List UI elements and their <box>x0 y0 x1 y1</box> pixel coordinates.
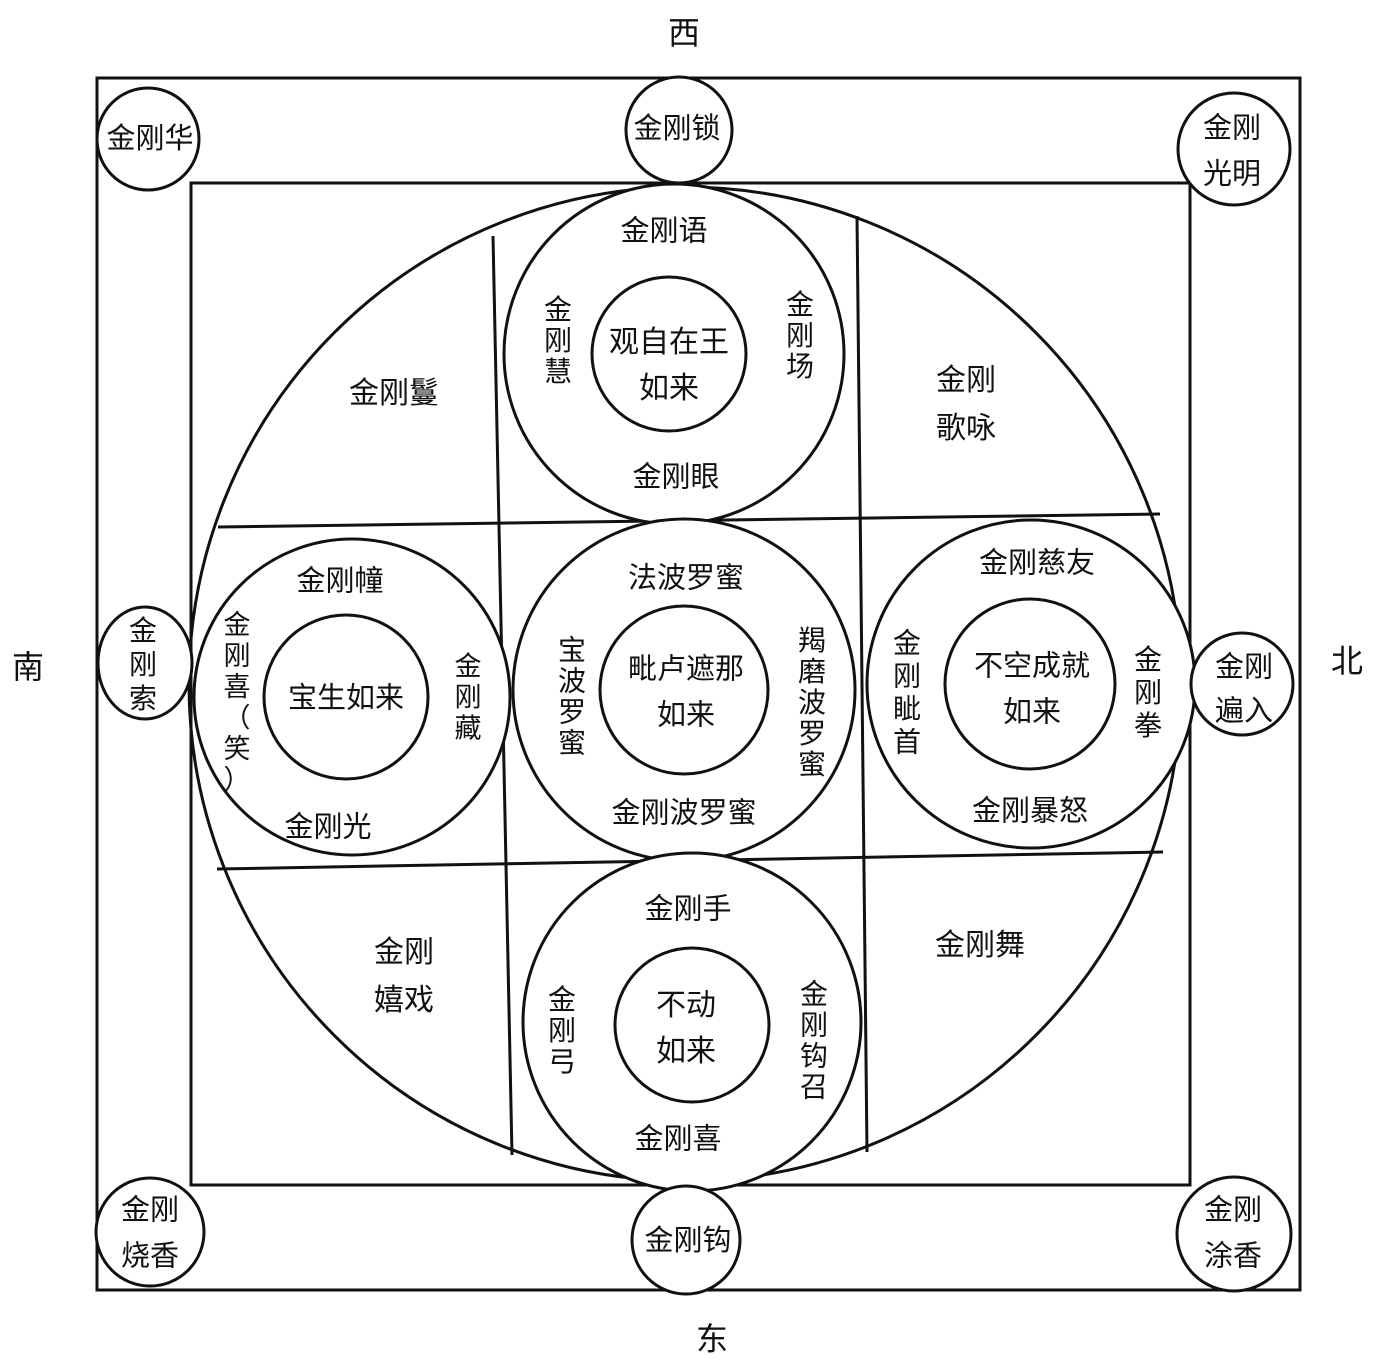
left-left-label-line-5: ） <box>224 765 251 796</box>
top-right-label-line-1: 刚 <box>786 319 814 352</box>
ring-label-bottom-right-line-1: 涂香 <box>1204 1238 1262 1272</box>
left-left-label-line-3: （ <box>224 703 251 734</box>
ring-label-left-center-line-0: 金 <box>129 614 157 647</box>
corner-label-top-left-line-0: 金刚鬘 <box>349 376 439 411</box>
left-right-label-line-0: 金 <box>455 652 482 683</box>
bottom-buddha-line-0: 不动 <box>656 988 716 1023</box>
bottom-right-label-line-2: 钩 <box>800 1040 828 1073</box>
center-right-label-line-3: 罗 <box>798 717 826 750</box>
ring-label-bottom-left-line-1: 烧香 <box>121 1238 179 1272</box>
right-right-label-line-2: 拳 <box>1134 709 1162 742</box>
right-top-label: 金刚慈友 <box>979 545 1095 579</box>
top-left-label-line-0: 金 <box>544 293 572 326</box>
right-mandala-inner <box>943 597 1117 771</box>
bottom-top-label: 金刚手 <box>644 891 731 925</box>
ring-label-top-left: 金刚华 <box>106 121 193 155</box>
left-left-label-line-4: 笑 <box>224 734 251 765</box>
right-buddha-line-0: 不空成就 <box>974 648 1090 682</box>
ring-circle-bottom-left <box>94 1176 206 1288</box>
right-left-label-line-1: 刚 <box>893 660 921 693</box>
corner-label-bottom-left-line-1: 嬉戏 <box>374 983 434 1018</box>
center-buddha-line-1: 如来 <box>657 697 715 731</box>
center-buddha-line-0: 毗卢遮那 <box>628 651 744 685</box>
ring-label-left-center-line-1: 刚 <box>129 648 157 681</box>
top-buddha-line-1: 如来 <box>639 371 699 406</box>
corner-label-top-right-line-0: 金刚 <box>936 363 996 398</box>
ring-label-bottom-left-line-0: 金刚 <box>121 1192 179 1226</box>
direction-north: 北 <box>1331 642 1363 680</box>
center-right-label-line-4: 蜜 <box>798 748 826 781</box>
ring-label-top-right-line-1: 光明 <box>1203 156 1261 190</box>
left-right-label-line-2: 藏 <box>455 714 482 745</box>
center-left-label-line-2: 罗 <box>558 696 586 729</box>
direction-east: 东 <box>696 1320 728 1358</box>
top-top-label: 金刚语 <box>620 213 707 247</box>
center-top-label: 法波罗蜜 <box>628 560 744 594</box>
ring-circle-top-center <box>624 75 734 185</box>
center-right-label-line-2: 波 <box>798 686 826 719</box>
right-left-label-line-2: 眦 <box>893 693 921 726</box>
right-right-label-line-1: 刚 <box>1134 676 1162 709</box>
corner-label-bottom-right-line-0: 金刚舞 <box>935 928 1025 963</box>
left-mandala-inner <box>262 613 430 781</box>
right-buddha-line-1: 如来 <box>1003 694 1061 728</box>
ring-label-top-center: 金刚锁 <box>633 111 720 145</box>
corner-label-bottom-left-line-0: 金刚 <box>374 935 434 970</box>
ring-circle-bottom-center <box>630 1184 742 1296</box>
bottom-right-label-line-1: 刚 <box>800 1009 828 1042</box>
center-left-label-line-3: 蜜 <box>558 727 586 760</box>
ring-label-bottom-center: 金刚钩 <box>644 1223 731 1257</box>
right-bottom-label: 金刚暴怒 <box>972 793 1088 827</box>
center-right-label-line-0: 羯 <box>798 624 826 657</box>
bottom-left-label-line-0: 金 <box>548 983 576 1016</box>
center-left-label-line-1: 波 <box>558 665 586 698</box>
bottom-left-label-line-2: 弓 <box>548 1045 576 1078</box>
right-left-label-line-3: 首 <box>893 726 921 759</box>
right-right-label-line-0: 金 <box>1134 643 1162 676</box>
ring-label-top-right-line-0: 金刚 <box>1203 110 1261 144</box>
left-left-label-line-0: 金 <box>224 610 251 641</box>
top-bottom-label: 金刚眼 <box>632 459 719 493</box>
center-left-label-line-0: 宝 <box>558 634 586 667</box>
bottom-mandala-inner <box>613 946 771 1104</box>
top-left-label-line-1: 刚 <box>544 324 572 357</box>
top-left-label-line-2: 慧 <box>544 355 572 388</box>
ring-label-bottom-right-line-0: 金刚 <box>1204 1192 1262 1226</box>
center-bottom-label: 金刚波罗蜜 <box>611 795 756 829</box>
top-mandala-inner <box>590 275 748 433</box>
ring-label-right-center-line-0: 金刚 <box>1215 649 1273 683</box>
top-right-label-line-2: 场 <box>786 350 814 383</box>
ring-label-left-center-line-2: 索 <box>129 682 157 715</box>
direction-west: 西 <box>668 14 700 52</box>
ring-circle-right-center <box>1189 631 1295 737</box>
left-bottom-label: 金刚光 <box>284 809 371 843</box>
ring-circle-bottom-right <box>1175 1175 1293 1293</box>
divider-v-right <box>855 215 869 1153</box>
ring-circle-top-left <box>95 86 201 192</box>
ring-circle-top-right <box>1176 91 1292 207</box>
left-top-label: 金刚幢 <box>296 563 383 597</box>
left-right-label-line-1: 刚 <box>455 683 482 714</box>
left-left-label-line-1: 刚 <box>224 641 251 672</box>
bottom-bottom-label: 金刚喜 <box>634 1121 721 1155</box>
center-right-label-line-1: 磨 <box>798 655 826 688</box>
corner-label-top-right-line-1: 歌咏 <box>936 411 996 446</box>
left-buddha-line-0: 宝生如来 <box>288 680 404 714</box>
bottom-right-label-line-3: 召 <box>800 1071 828 1104</box>
top-right-label-line-0: 金 <box>786 288 814 321</box>
ring-label-right-center-line-1: 遍入 <box>1215 693 1273 727</box>
center-mandala-inner <box>598 604 770 776</box>
bottom-buddha-line-1: 如来 <box>656 1034 716 1069</box>
left-left-label-line-2: 喜 <box>224 672 251 703</box>
bottom-left-label-line-1: 刚 <box>548 1014 576 1047</box>
direction-south: 南 <box>12 648 44 686</box>
bottom-right-label-line-0: 金 <box>800 978 828 1011</box>
ring-circle-left-center <box>96 605 194 721</box>
top-buddha-line-0: 观自在王 <box>609 325 729 360</box>
right-left-label-line-0: 金 <box>893 627 921 660</box>
